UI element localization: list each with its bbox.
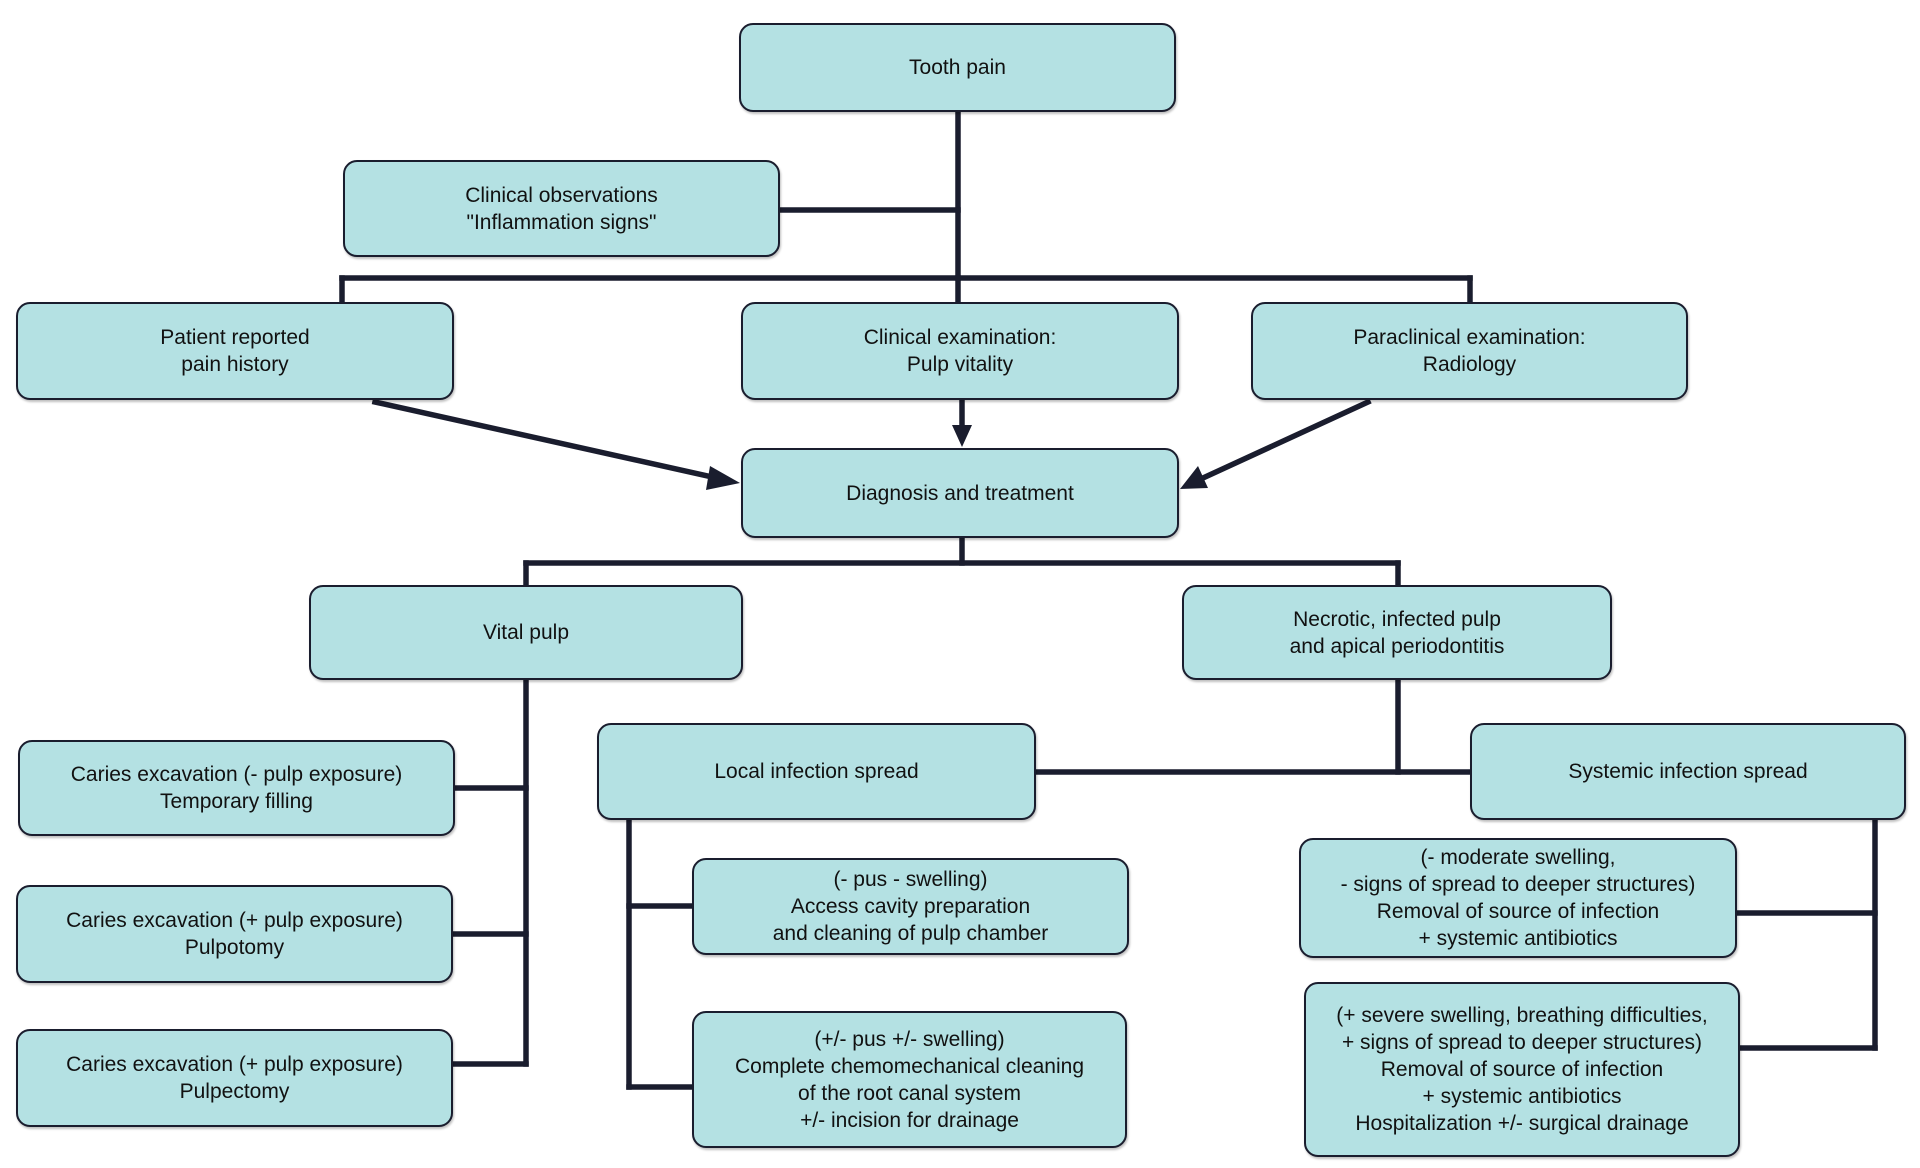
patient-reported-label: Patient reported pain history [160, 326, 310, 376]
necrotic-pulp-box: Necrotic, infected pulp and apical perio… [1182, 585, 1612, 680]
local-infection-box: Local infection spread [597, 723, 1036, 820]
local-moderate-treatment-label: (+/- pus +/- swelling) Complete chemomec… [734, 1027, 1085, 1132]
systemic-severe-treatment-label: (+ severe swelling, breathing difficulti… [1336, 1004, 1708, 1135]
caries-pulpectomy-label: Caries excavation (+ pulp exposure) Pulp… [66, 1053, 403, 1103]
arrow-line-left [371, 398, 716, 481]
paraclinical-examination-label: Paraclinical examination: Radiology [1353, 326, 1586, 376]
caries-no-exposure-box: Caries excavation (- pulp exposure) Temp… [18, 740, 455, 836]
local-infection-label: Local infection spread [714, 760, 919, 783]
caries-pulpotomy-box: Caries excavation (+ pulp exposure) Pulp… [16, 885, 453, 983]
caries-no-exposure-label: Caries excavation (- pulp exposure) Temp… [70, 763, 403, 813]
local-mild-treatment-label: (- pus - swelling) Access cavity prepara… [772, 868, 1049, 945]
arrowhead-center [952, 425, 972, 447]
tooth-pain-box: Tooth pain [739, 23, 1176, 112]
diagnosis-treatment-label: Diagnosis and treatment [846, 481, 1074, 505]
arrowhead-left [706, 466, 740, 490]
paraclinical-examination-box: Paraclinical examination: Radiology [1251, 302, 1688, 400]
systemic-infection-box: Systemic infection spread [1470, 723, 1906, 820]
systemic-infection-label: Systemic infection spread [1568, 760, 1808, 783]
systemic-moderate-treatment-label: (- moderate swelling, - signs of spread … [1340, 846, 1696, 950]
diagnosis-treatment-box: Diagnosis and treatment [741, 448, 1179, 538]
vital-pulp-label: Vital pulp [482, 621, 569, 644]
local-mild-treatment-box: (- pus - swelling) Access cavity prepara… [692, 858, 1129, 955]
necrotic-pulp-label: Necrotic, infected pulp and apical perio… [1289, 607, 1505, 658]
local-moderate-treatment-box: (+/- pus +/- swelling) Complete chemomec… [692, 1011, 1127, 1148]
caries-pulpotomy-label: Caries excavation (+ pulp exposure) Pulp… [66, 909, 403, 959]
clinical-examination-box: Clinical examination: Pulp vitality [741, 302, 1179, 400]
patient-reported-box: Patient reported pain history [16, 302, 454, 400]
arrowhead-right [1180, 466, 1208, 489]
vital-pulp-box: Vital pulp [309, 585, 743, 680]
systemic-severe-treatment-box: (+ severe swelling, breathing difficulti… [1304, 982, 1740, 1157]
tooth-pain-label: Tooth pain [909, 56, 1006, 79]
clinical-observations-label: Clinical observations "Inflammation sign… [465, 183, 658, 234]
clinical-observations-box: Clinical observations "Inflammation sign… [343, 160, 780, 257]
systemic-moderate-treatment-box: (- moderate swelling, - signs of spread … [1299, 838, 1737, 958]
clinical-examination-label: Clinical examination: Pulp vitality [863, 326, 1057, 376]
caries-pulpectomy-box: Caries excavation (+ pulp exposure) Pulp… [16, 1029, 453, 1127]
arrow-line-right [1199, 398, 1372, 482]
